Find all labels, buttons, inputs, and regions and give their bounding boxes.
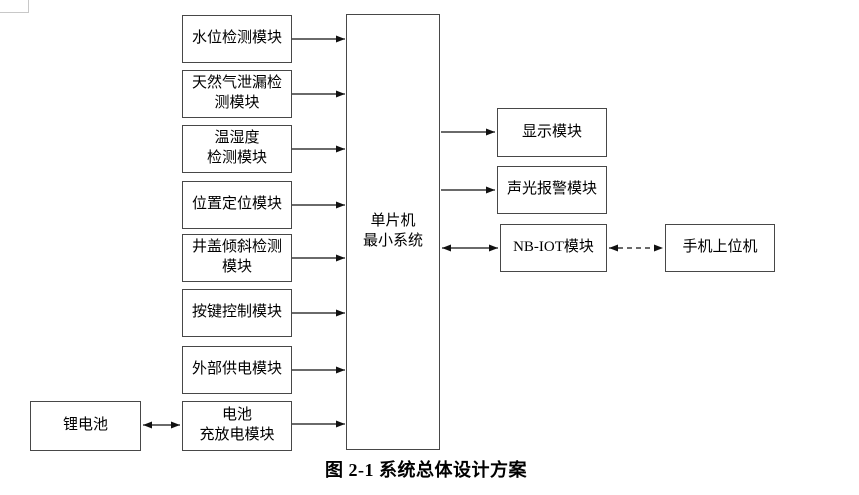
box-positioning: 位置定位模块 — [182, 181, 292, 229]
box-mcu-minimal-system: 单片机 最小系统 — [346, 14, 440, 450]
box-nb-iot-module: NB-IOT模块 — [500, 224, 607, 272]
box-display-module: 显示模块 — [497, 108, 607, 157]
box-temp-humidity-detection: 温湿度 检测模块 — [182, 125, 292, 173]
box-phone-host: 手机上位机 — [665, 224, 775, 272]
box-sound-light-alarm: 声光报警模块 — [497, 166, 607, 214]
box-external-power: 外部供电模块 — [182, 346, 292, 394]
box-gas-leak-detection: 天然气泄漏检 测模块 — [182, 70, 292, 118]
box-key-control: 按键控制模块 — [182, 289, 292, 337]
box-battery-charge-discharge: 电池 充放电模块 — [182, 401, 292, 451]
box-lithium-battery: 锂电池 — [30, 401, 141, 451]
page-corner-rule — [0, 0, 29, 13]
box-water-level-detection: 水位检测模块 — [182, 15, 292, 63]
figure-caption: 图 2-1 系统总体设计方案 — [325, 460, 527, 480]
box-cover-tilt-detection: 井盖倾斜检测 模块 — [182, 234, 292, 282]
